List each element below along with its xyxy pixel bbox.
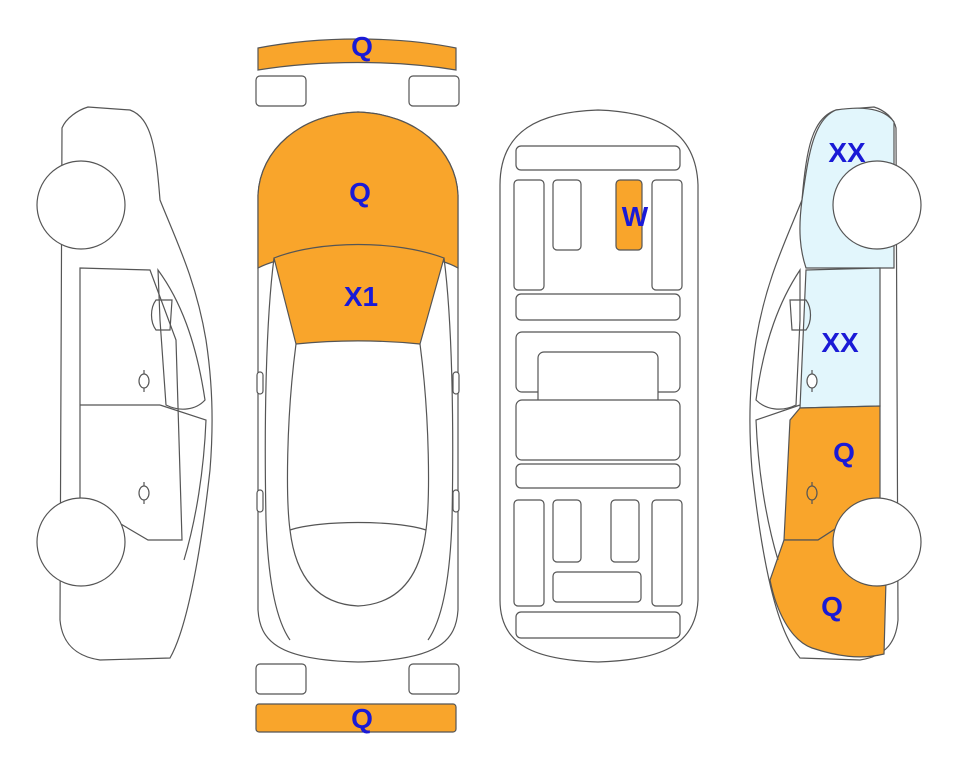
wheel-icon [36, 497, 126, 587]
left-side-view [36, 106, 213, 661]
headlight-icon [255, 75, 307, 107]
wheel-icon [832, 497, 922, 587]
rear-bumper-panel[interactable] [255, 703, 457, 733]
front-bumper-label: Q [351, 31, 373, 62]
right-rear-quarter-label: Q [821, 591, 843, 622]
right-front-fender-label: XX [828, 137, 866, 168]
hood-label: Q [349, 177, 371, 208]
door-handle-icon [138, 482, 150, 504]
wheel-icon [832, 160, 922, 250]
underbody-rail-panel[interactable] [615, 179, 643, 251]
right-side-view: XX XX Q Q [749, 106, 922, 661]
underbody-rail-label: W [622, 201, 649, 232]
headlight-icon [408, 75, 460, 107]
top-view: Q Q X1 Q [255, 31, 460, 734]
taillight-icon [408, 663, 460, 695]
windshield-label: X1 [344, 281, 378, 312]
wheel-icon [36, 160, 126, 250]
right-rear-door-label: Q [833, 437, 855, 468]
taillight-icon [255, 663, 307, 695]
right-front-door-label: XX [821, 327, 859, 358]
rear-bumper-label: Q [351, 703, 373, 734]
door-handle-icon [806, 370, 818, 392]
underbody-view: W [499, 109, 699, 663]
front-bumper-panel[interactable] [257, 38, 457, 71]
door-handle-icon [138, 370, 150, 392]
door-handle-icon [806, 482, 818, 504]
